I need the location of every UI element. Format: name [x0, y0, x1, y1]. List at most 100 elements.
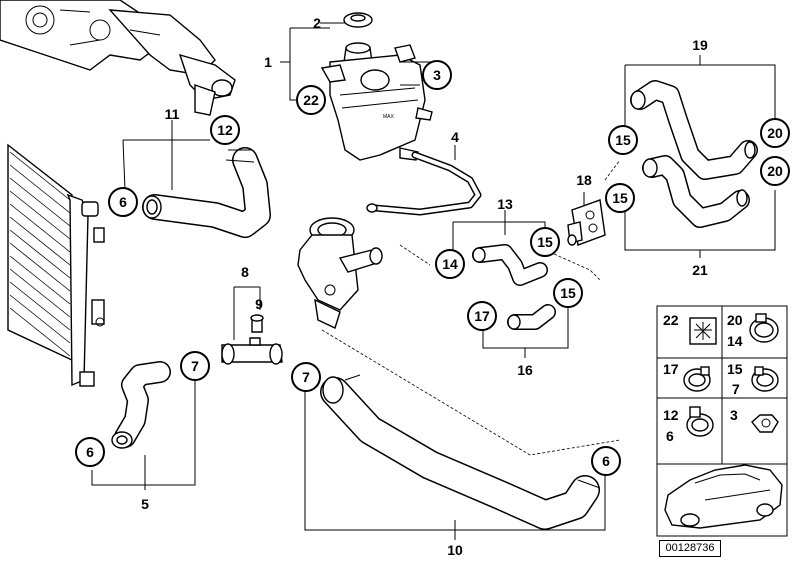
legend-label-14: 14 [727, 333, 743, 349]
hose-4 [366, 151, 482, 216]
callout-circle [553, 278, 583, 308]
callout-number: 3 [433, 67, 441, 83]
legend-label-7: 7 [732, 381, 740, 397]
callout-20: 20 [760, 118, 790, 148]
hose-5-lower-left [111, 361, 171, 449]
callout-number: 20 [767, 125, 783, 141]
callout-number: 6 [86, 444, 94, 460]
hose-19 [630, 80, 758, 180]
car-silhouette [664, 464, 783, 529]
callout-15: 15 [553, 278, 583, 308]
callout-number: 2 [313, 15, 321, 31]
callout-number: 13 [497, 196, 513, 212]
callout-number: 15 [615, 132, 631, 148]
callout-16: 16 [517, 362, 533, 378]
callout-15: 15 [608, 125, 638, 155]
callout-circle [296, 85, 326, 115]
expansion-tank: MAX [320, 12, 433, 161]
callout-number: 11 [165, 106, 180, 122]
callout-circle [108, 187, 138, 217]
callout-number: 15 [560, 285, 576, 301]
legend-label-22: 22 [663, 312, 679, 328]
callout-2: 2 [313, 15, 321, 31]
callout-6: 6 [108, 187, 138, 217]
callout-number: 18 [576, 172, 592, 188]
callout-20: 20 [760, 156, 790, 186]
callout-circle [760, 118, 790, 148]
leader-lines [91, 22, 776, 540]
callout-21: 21 [692, 262, 708, 278]
legend-label-3: 3 [730, 407, 738, 423]
callout-number: 15 [612, 190, 628, 206]
callout-number: 9 [255, 296, 263, 312]
callout-circle [422, 60, 452, 90]
callout-8: 8 [241, 264, 249, 280]
nut-icon-3 [751, 414, 779, 433]
callout-circle [180, 351, 210, 381]
valve-18 [567, 199, 606, 246]
callout-number: 6 [119, 194, 127, 210]
callout-circle [760, 156, 790, 186]
callout-circle [291, 362, 321, 392]
callout-15: 15 [605, 183, 635, 213]
callout-12: 12 [210, 115, 240, 145]
callout-6: 6 [591, 446, 621, 476]
callout-number: 6 [602, 453, 610, 469]
callout-circle [605, 183, 635, 213]
callout-number: 10 [447, 542, 463, 558]
reservoir-max-mark: MAX [383, 114, 395, 120]
radiator [7, 143, 105, 387]
callout-circle [210, 115, 240, 145]
callout-circle [608, 125, 638, 155]
callout-6: 6 [75, 437, 105, 467]
clamp-icon-17 [683, 366, 711, 392]
callout-18: 18 [576, 172, 592, 188]
clamp-icon-20 [749, 313, 779, 343]
hose-10-lower-main [320, 374, 601, 530]
clamp-icon-15 [751, 366, 779, 392]
legend-label-6: 6 [666, 428, 674, 444]
hose-12-upper-radiator [142, 147, 271, 238]
callout-circle [530, 227, 560, 257]
callout-number: 4 [451, 129, 459, 145]
callout-number: 16 [517, 362, 533, 378]
callout-number: 21 [692, 262, 708, 278]
callout-5: 5 [141, 496, 149, 512]
callout-7: 7 [180, 351, 210, 381]
callout-number: 7 [191, 358, 199, 374]
callout-circle [75, 437, 105, 467]
callout-number: 22 [303, 92, 319, 108]
callout-number: 5 [141, 496, 149, 512]
callout-11: 11 [165, 106, 180, 122]
callout-number: 12 [217, 122, 233, 138]
callout-number: 17 [474, 308, 490, 324]
diagram-reference-code: 00128736 [659, 540, 721, 557]
callout-circle [435, 249, 465, 279]
clamp-icon-12 [686, 406, 714, 437]
hose-16 [507, 304, 556, 330]
cap-icon-22 [689, 317, 717, 345]
callout-number: 7 [302, 369, 310, 385]
thermostat-housing [297, 217, 383, 329]
callout-4: 4 [451, 129, 459, 145]
callout-number: 14 [442, 256, 458, 272]
callout-9: 9 [255, 296, 263, 312]
callout-15: 15 [530, 227, 560, 257]
callout-number: 15 [537, 234, 553, 250]
callout-22: 22 [296, 85, 326, 115]
water-pump-housing [0, 0, 236, 116]
callout-number: 8 [241, 264, 249, 280]
t-connector-8 [221, 314, 283, 365]
legend-label-15: 15 [727, 361, 743, 377]
callout-number: 1 [264, 54, 272, 70]
callout-1: 1 [264, 54, 272, 70]
callout-10: 10 [447, 542, 463, 558]
legend-label-17: 17 [663, 361, 679, 377]
callout-14: 14 [435, 249, 465, 279]
callout-13: 13 [497, 196, 513, 212]
callout-17: 17 [467, 301, 497, 331]
